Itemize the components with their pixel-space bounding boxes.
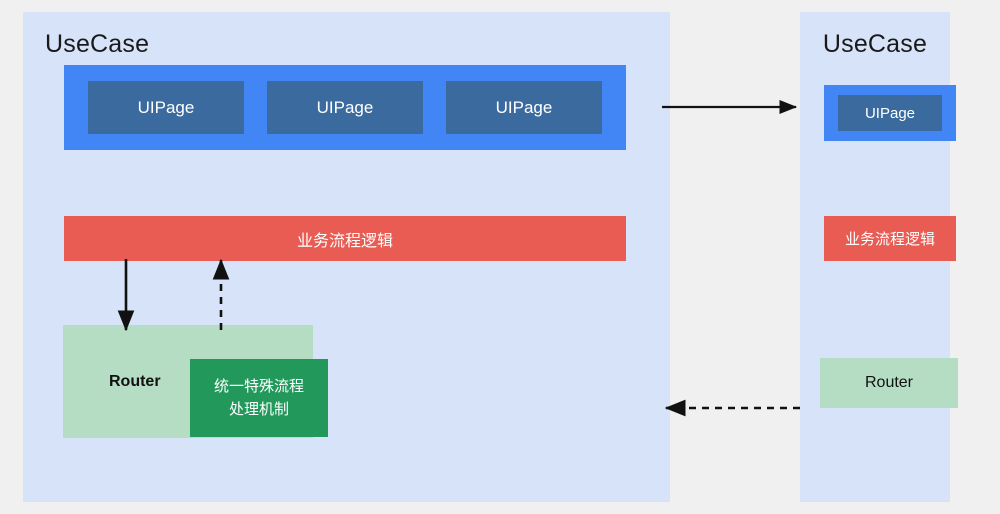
usecase-panel-left: UseCase UIPage UIPage UIPage 业务流程逻辑 Rout…: [23, 12, 670, 502]
uipage-box[interactable]: UIPage: [446, 81, 602, 134]
router-label-right: Router: [864, 374, 914, 391]
uipage-box[interactable]: UIPage: [267, 81, 423, 134]
ui-container-left: UIPage UIPage UIPage: [64, 65, 626, 150]
uipage-box[interactable]: UIPage: [838, 95, 942, 131]
router-label-left: Router: [109, 373, 161, 390]
ui-container-right: UIPage: [824, 85, 956, 141]
uipage-box[interactable]: UIPage: [88, 81, 244, 134]
special-flow-line-2: 处理机制: [228, 401, 289, 418]
business-logic-bar-left[interactable]: 业务流程逻辑: [64, 216, 626, 261]
router-box-left: Router 统一特殊流程 处理机制: [63, 325, 328, 438]
panel-title-left: UseCase: [45, 30, 150, 58]
usecase-panel-right: UseCase UIPage 业务流程逻辑 Router: [800, 12, 958, 502]
panel-title-right: UseCase: [822, 30, 928, 58]
router-box-right: Router: [820, 358, 958, 408]
business-logic-bar-right[interactable]: 业务流程逻辑: [824, 216, 956, 261]
special-flow-line-1: 统一特殊流程: [213, 377, 304, 395]
special-flow-box[interactable]: 统一特殊流程 处理机制: [190, 359, 328, 437]
